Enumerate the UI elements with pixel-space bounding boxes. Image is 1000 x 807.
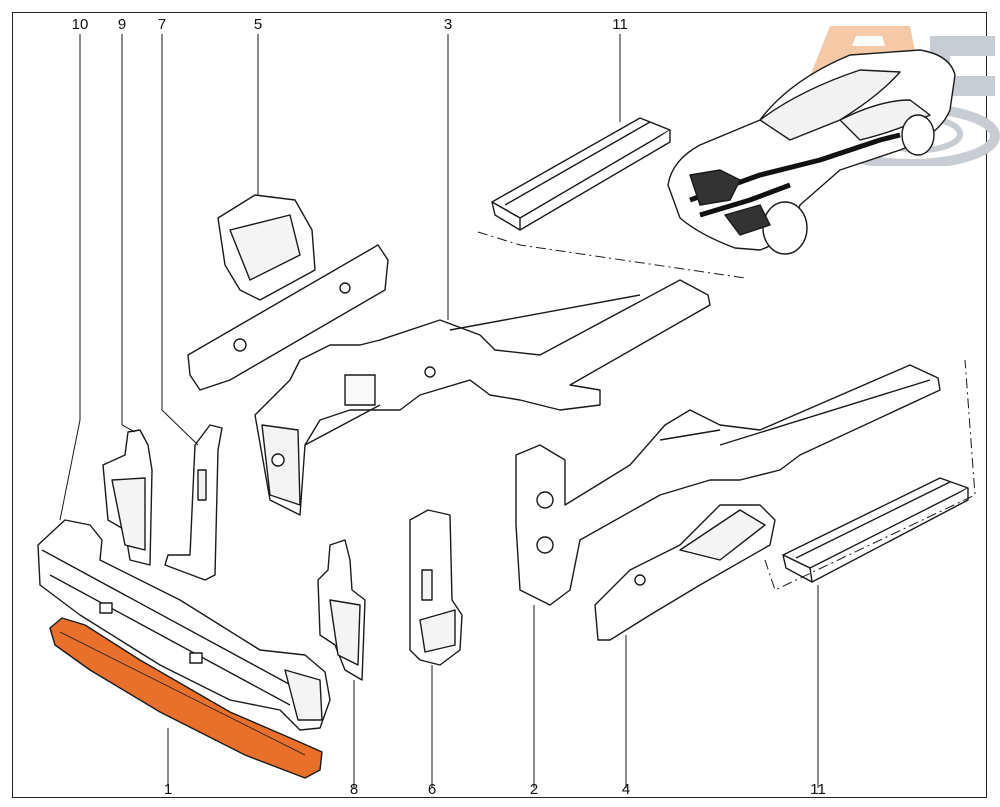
part-1-absorber	[49, 617, 323, 779]
callout-10: 10	[71, 16, 89, 33]
callout-11-bottom: 11	[810, 781, 826, 798]
part-11-lower-sill	[782, 477, 969, 583]
diagram-frame	[12, 12, 987, 798]
part-2-right-rail	[515, 364, 941, 606]
part-11-upper-sill	[491, 117, 671, 231]
callout-6: 6	[427, 781, 437, 798]
part-3-left-rail	[254, 279, 711, 516]
group-lines	[477, 231, 976, 591]
callout-3: 3	[443, 16, 453, 33]
part-10-bumper-beam	[37, 519, 331, 731]
leader-lines	[59, 34, 819, 788]
callout-1: 1	[163, 781, 173, 798]
callout-2: 2	[529, 781, 539, 798]
callout-5: 5	[253, 16, 263, 33]
part-6-bracket	[409, 509, 463, 666]
callout-11-top: 11	[612, 16, 628, 33]
part-9-bracket	[102, 429, 153, 566]
callout-7: 7	[157, 16, 167, 33]
part-7-bracket	[164, 424, 223, 581]
callout-4: 4	[621, 781, 631, 798]
part-5-wheelhouse	[187, 194, 389, 391]
part-4-wheelhouse	[594, 504, 776, 641]
callout-9: 9	[117, 16, 127, 33]
car-overview	[667, 49, 956, 255]
callout-8: 8	[349, 781, 359, 798]
part-8-bracket	[317, 539, 366, 681]
